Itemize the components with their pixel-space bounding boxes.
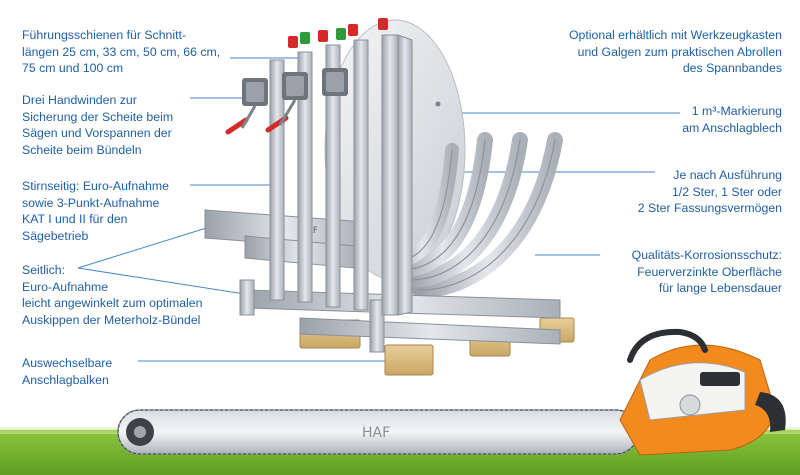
- callout-rail-lengths: Führungsschienen für Schnitt- längen 25 …: [22, 28, 221, 76]
- callout-cubic-marking: 1 m³-Markierung am Anschlagblech: [682, 104, 782, 135]
- callout-hand-winches: Drei Handwinden zur Sicherung der Scheit…: [22, 93, 174, 157]
- callout-stop-beams: Auswechselbare Anschlagbalken: [22, 356, 113, 387]
- callout-side-mount: Seitlich: Euro-Aufnahme leicht angewinke…: [22, 263, 203, 327]
- callout-corrosion: Qualitäts-Korrosionsschutz: Feuerverzink…: [631, 248, 782, 296]
- rail-caps: [288, 18, 388, 48]
- leader-side-mount-b: [77, 267, 271, 299]
- chainsaw: HAF: [117, 328, 786, 456]
- callout-front-mount: Stirnseitig: Euro-Aufnahme sowie 3-Punkt…: [22, 179, 169, 243]
- leader-lines: [77, 57, 680, 362]
- callout-capacity: Je nach Ausführung 1/2 Ster, 1 Ster oder…: [637, 168, 782, 216]
- guide-rails: [269, 34, 413, 316]
- callout-optional-toolbox: Optional erhältlich mit Werkzeugkasten u…: [568, 28, 782, 76]
- brand-logo-bar: HAF: [362, 425, 390, 441]
- hand-winches: [225, 68, 348, 135]
